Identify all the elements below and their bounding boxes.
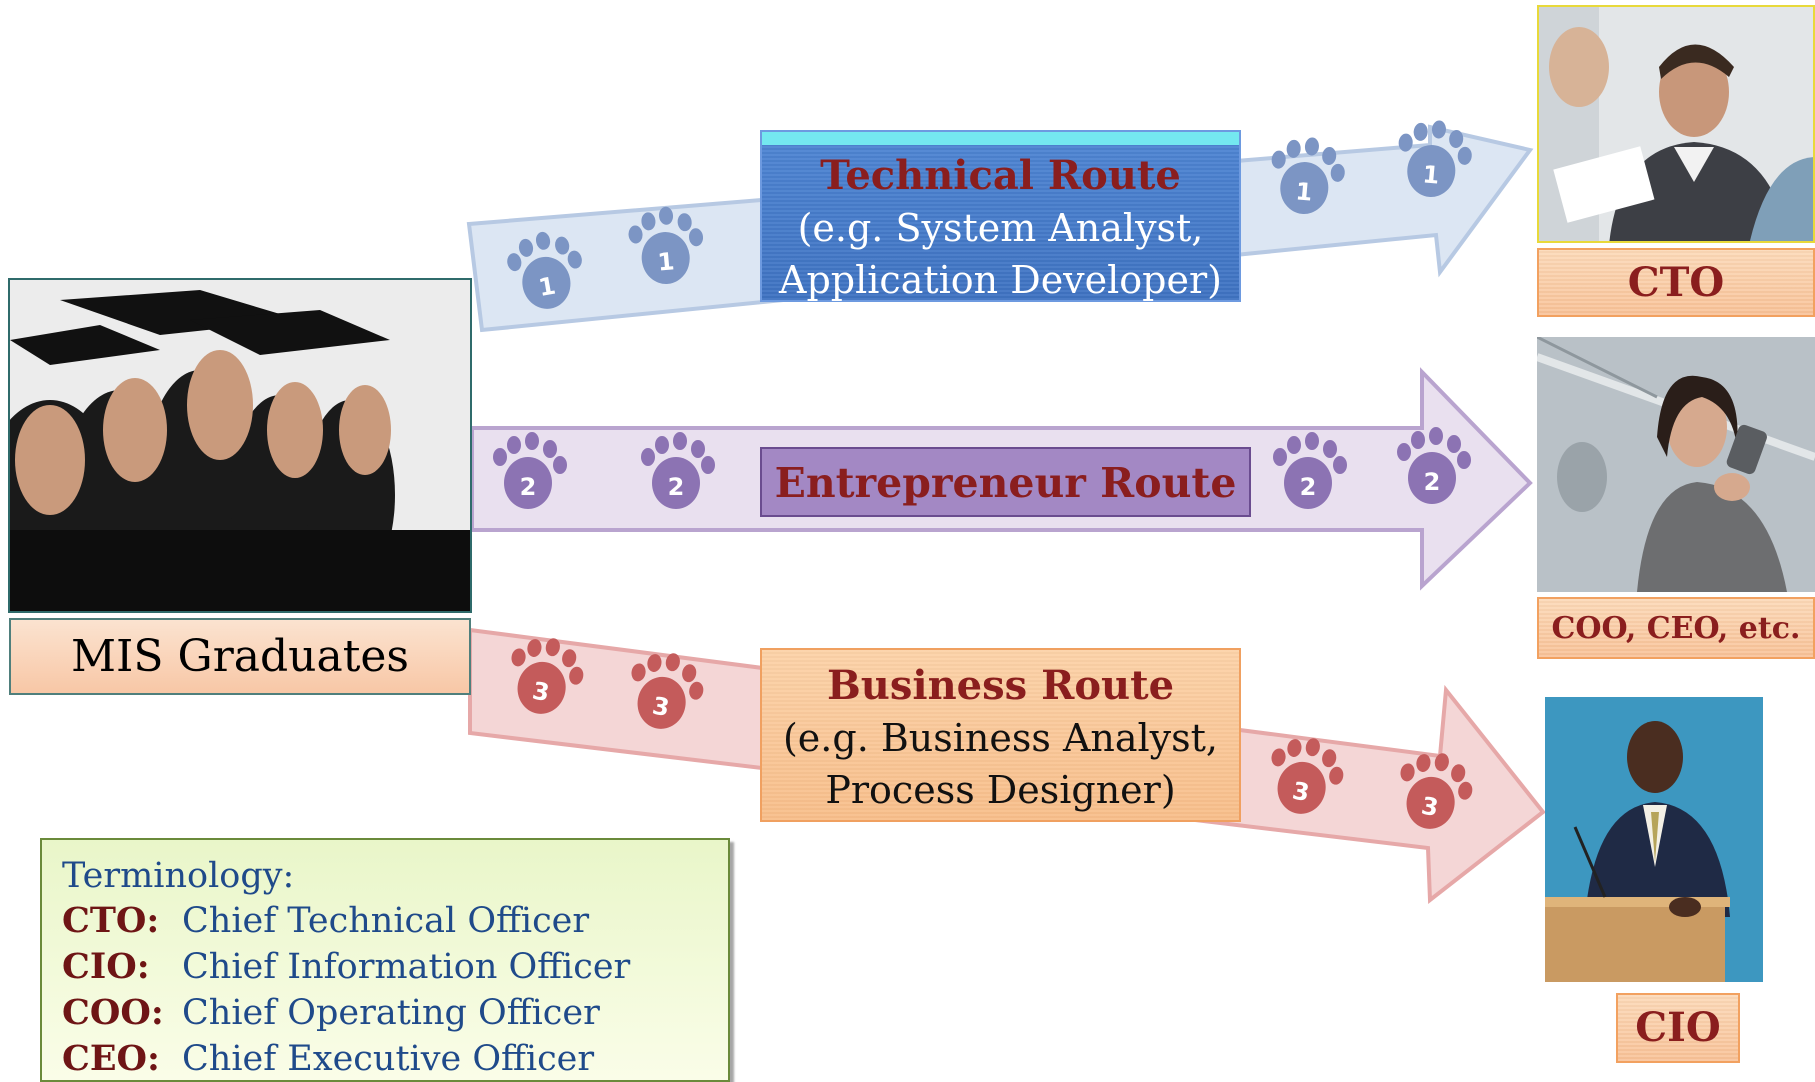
cto-photo — [1537, 5, 1815, 243]
coo-photo — [1537, 337, 1815, 592]
cto-label: CTO — [1537, 248, 1815, 317]
technical-route-title: Technical Route — [820, 152, 1181, 199]
entrepreneur-step-number: 2 — [1300, 473, 1317, 501]
cio-label: CIO — [1616, 993, 1740, 1063]
technical-route-example-line2: Application Developer) — [779, 258, 1222, 302]
terminology-box: Terminology: CTO: Chief Technical Officer… — [40, 838, 730, 1082]
entrepreneur-route-title: Entrepreneur Route — [774, 459, 1237, 507]
terminology-abbr: COO: — [62, 992, 164, 1033]
business-route-example-line1: (e.g. Business Analyst, — [782, 716, 1218, 760]
business-paw-icon: 3 — [511, 638, 584, 714]
technical-route-example-line1: (e.g. System Analyst, — [797, 206, 1204, 250]
cio-illustration — [1545, 697, 1763, 982]
entrepreneur-paw-icon: 2 — [641, 432, 715, 509]
coo-label: COO, CEO, etc. — [1537, 597, 1815, 659]
cio-photo — [1545, 697, 1763, 982]
terminology-heading: Terminology: — [62, 856, 295, 896]
business-paw-icon: 3 — [1271, 738, 1344, 814]
entrepreneur-route-box: Entrepreneur Route — [760, 447, 1251, 517]
terminology-item: CTO: Chief Technical Officer — [62, 898, 728, 944]
terminology-full: Chief Operating Officer — [182, 993, 600, 1033]
business-step-number: 3 — [1419, 792, 1440, 822]
business-route-box: Business Route (e.g. Business Analyst, P… — [760, 648, 1241, 822]
technical-paw-icon: 1 — [1398, 120, 1472, 197]
terminology-item: CIO: Chief Information Officer — [62, 944, 728, 990]
entrepreneur-step-number: 2 — [668, 473, 685, 501]
technical-paw-icon: 1 — [507, 231, 582, 309]
technical-step-number: 1 — [1421, 160, 1440, 189]
technical-step-number: 1 — [1294, 177, 1313, 206]
entrepreneur-paw-icon: 2 — [1273, 432, 1347, 509]
entrepreneur-paw-icon: 2 — [1397, 427, 1471, 504]
business-paw-icon: 3 — [1400, 753, 1473, 829]
business-step-number: 3 — [650, 692, 671, 722]
entrepreneur-paw-icon: 2 — [493, 432, 567, 509]
technical-step-number: 1 — [657, 247, 676, 276]
technical-route-examples: (e.g. System Analyst, Application Develo… — [762, 202, 1239, 306]
entrepreneur-step-number: 2 — [1424, 468, 1441, 496]
entrepreneur-step-number: 2 — [520, 473, 537, 501]
business-step-number: 3 — [530, 677, 551, 707]
graduates-illustration — [10, 280, 470, 611]
terminology-abbr: CTO: — [62, 900, 160, 941]
terminology-full: Chief Information Officer — [182, 947, 631, 987]
terminology-full: Chief Executive Officer — [182, 1039, 595, 1079]
technical-route-top-band — [762, 132, 1239, 145]
business-route-examples: (e.g. Business Analyst, Process Designer… — [762, 712, 1239, 816]
business-step-number: 3 — [1290, 777, 1311, 807]
technical-paw-icon: 1 — [1271, 137, 1345, 214]
graduates-photo — [8, 278, 472, 613]
technical-route-box: Technical Route (e.g. System Analyst, Ap… — [760, 130, 1241, 302]
business-route-title: Business Route — [826, 662, 1175, 709]
business-route-example-line2: Process Designer) — [825, 768, 1176, 812]
terminology-item: COO: Chief Operating Officer — [62, 990, 728, 1036]
terminology-abbr: CIO: — [62, 946, 150, 987]
terminology-full: Chief Technical Officer — [182, 901, 590, 941]
mis-graduates-label: MIS Graduates — [9, 618, 471, 695]
cto-illustration — [1539, 7, 1813, 241]
terminology-abbr: CEO: — [62, 1038, 160, 1079]
technical-step-number: 1 — [536, 272, 557, 302]
technical-paw-icon: 1 — [628, 206, 704, 284]
business-paw-icon: 3 — [631, 653, 704, 729]
coo-illustration — [1537, 337, 1815, 592]
terminology-item: CEO: Chief Executive Officer — [62, 1036, 728, 1082]
